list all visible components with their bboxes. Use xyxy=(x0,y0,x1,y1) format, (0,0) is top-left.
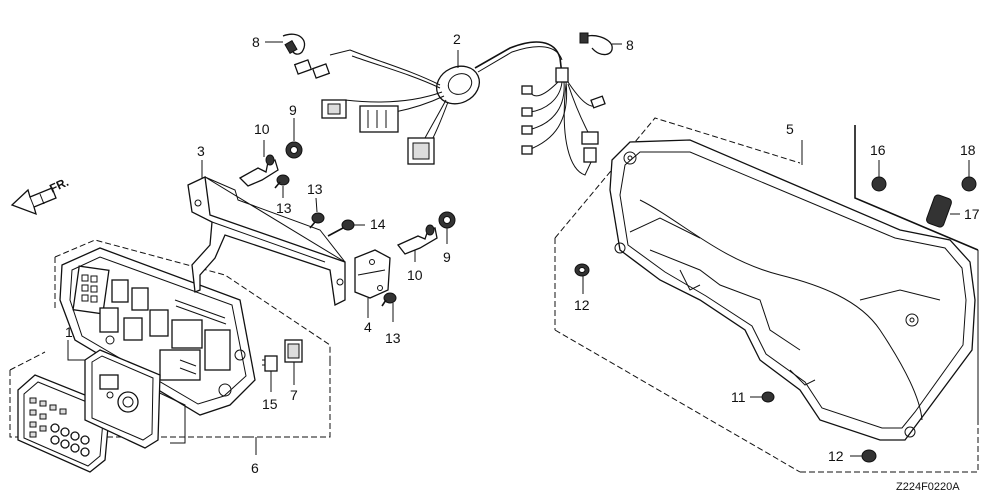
bolt-10-lower xyxy=(396,224,438,262)
clamp-8-right xyxy=(579,32,622,56)
front-direction-label: FR. xyxy=(47,175,70,196)
callout-13-c: 13 xyxy=(385,330,401,346)
callout-6: 6 xyxy=(251,460,259,476)
clamp-8-left xyxy=(265,33,306,55)
cover-group xyxy=(554,117,979,473)
callout-13-a: 13 xyxy=(276,200,292,216)
cover-7 xyxy=(284,339,303,385)
grommet-16 xyxy=(871,160,887,192)
screw-13-a xyxy=(274,174,290,198)
control-box xyxy=(59,247,256,416)
callout-10-upper: 10 xyxy=(254,121,270,137)
callout-2: 2 xyxy=(453,31,461,47)
grommet-9-upper xyxy=(285,118,303,159)
callout-12-lower: 12 xyxy=(828,448,844,464)
callout-18: 18 xyxy=(960,142,976,158)
callout-16: 16 xyxy=(870,142,886,158)
screw-13-c xyxy=(381,292,397,322)
callout-14: 14 xyxy=(370,216,386,232)
callout-labels: 1 2 3 4 5 6 7 8 8 9 9 10 10 11 12 12 13 … xyxy=(65,31,980,476)
nut-12-lower xyxy=(850,449,877,463)
callout-7: 7 xyxy=(290,387,298,403)
diagram-code: Z224F0220A xyxy=(896,481,960,493)
seal-17 xyxy=(926,194,960,228)
callout-8-right: 8 xyxy=(626,37,634,53)
callout-15: 15 xyxy=(262,396,278,412)
front-direction-arrow: FR. xyxy=(10,175,71,216)
callout-9-lower: 9 xyxy=(443,249,451,265)
screw-14 xyxy=(327,219,365,237)
terminal-15 xyxy=(262,355,278,392)
callout-4: 4 xyxy=(364,319,372,335)
callout-5: 5 xyxy=(786,121,794,137)
callout-17: 17 xyxy=(964,206,980,222)
mounting-bracket xyxy=(187,176,346,306)
callout-8-left: 8 xyxy=(252,34,260,50)
wire-harness xyxy=(293,41,606,176)
callout-13-b: 13 xyxy=(307,181,323,197)
callout-11: 11 xyxy=(731,389,746,405)
nut-11 xyxy=(750,391,775,403)
callout-9-upper: 9 xyxy=(289,102,297,118)
callout-3: 3 xyxy=(197,143,205,159)
bracket-plate xyxy=(354,249,391,318)
callout-10-lower: 10 xyxy=(407,267,423,283)
rear-panel xyxy=(84,349,161,449)
grommet-group xyxy=(854,125,979,420)
rear-cover xyxy=(609,139,976,441)
bolt-10-upper xyxy=(238,140,279,187)
grommet-18 xyxy=(961,160,977,192)
nut-12-upper xyxy=(574,263,590,294)
callout-12-upper: 12 xyxy=(574,297,590,313)
grommet-9-lower xyxy=(438,211,456,244)
screw-13-b xyxy=(309,197,325,229)
callout-1: 1 xyxy=(65,324,73,340)
